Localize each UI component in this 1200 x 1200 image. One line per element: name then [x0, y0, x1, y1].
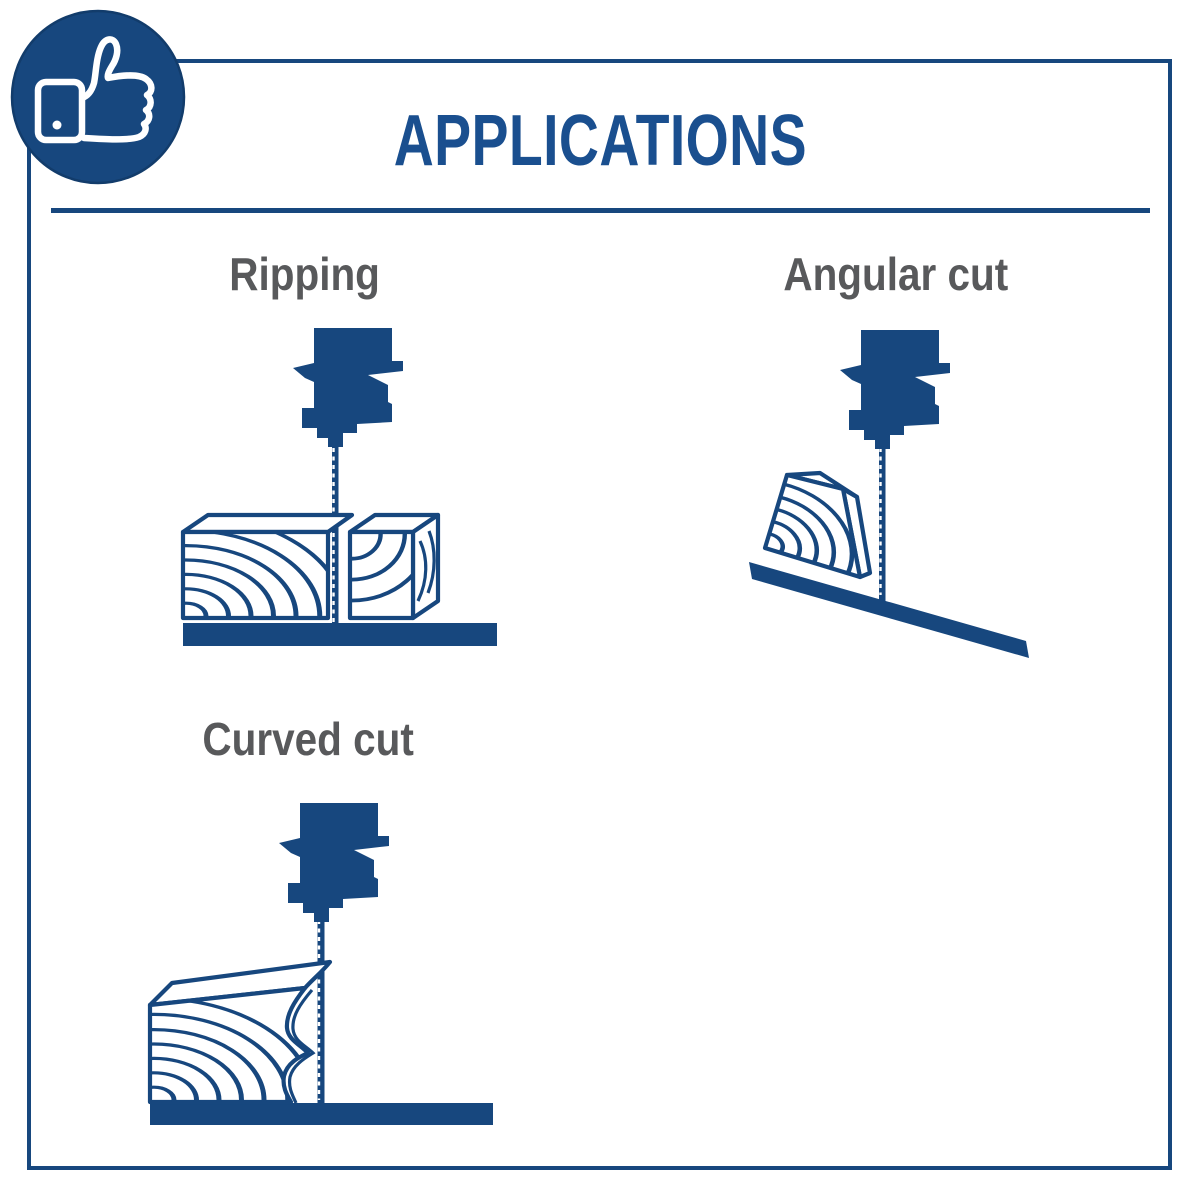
wood-block-right	[347, 512, 441, 621]
thumbs-up-icon	[34, 36, 155, 144]
page-title-text: APPLICATIONS	[393, 101, 807, 181]
label-angular-cut: Angular cut	[783, 248, 1009, 300]
label-ripping: Ripping	[229, 248, 381, 300]
angular-cut-illustration	[749, 330, 1029, 658]
thumbs-up-badge	[10, 9, 186, 185]
curved-cut-illustration	[147, 803, 493, 1125]
label-curved-cut: Curved cut	[202, 713, 414, 765]
saw-blade	[332, 430, 339, 646]
wood-block	[147, 959, 333, 1105]
wood-grain	[185, 534, 326, 616]
band-saw-head	[293, 328, 403, 447]
inclined-work-table	[749, 562, 1029, 658]
curved-cut-line	[287, 988, 316, 1104]
wood-block	[762, 470, 873, 580]
band-saw-head	[279, 803, 389, 922]
wood-block-left	[180, 512, 355, 621]
page-title: APPLICATIONS	[0, 105, 1200, 177]
ripping-illustration	[180, 328, 497, 646]
title-underline	[51, 208, 1150, 213]
saw-blade	[317, 905, 325, 1110]
band-saw-head	[840, 330, 950, 449]
content-frame-border	[27, 59, 1172, 1170]
work-table	[150, 1103, 493, 1125]
saw-blade	[879, 430, 886, 602]
work-table	[183, 623, 497, 646]
